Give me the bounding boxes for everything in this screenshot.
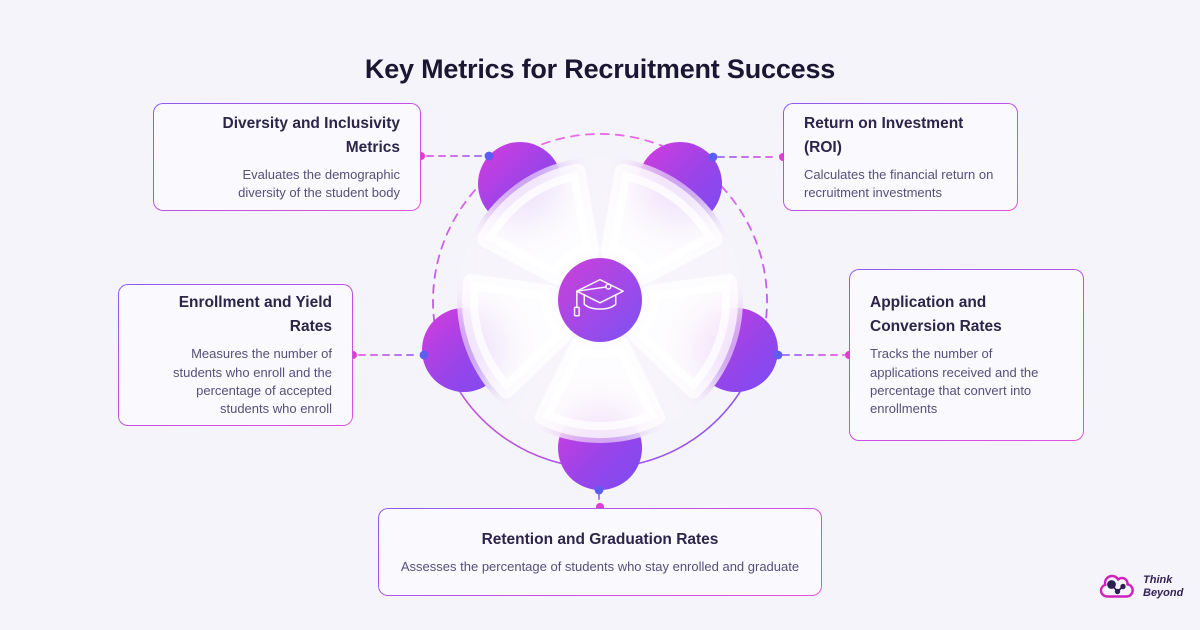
card-title: Return on Investment (ROI) — [804, 114, 964, 156]
card-diversity: Diversity and Inclusivity Metrics Evalua… — [153, 103, 421, 211]
card-description: Tracks the number of applications receiv… — [870, 346, 1039, 417]
center-hub — [558, 258, 642, 342]
card-description: Measures the number of students who enro… — [173, 346, 332, 417]
card-title: Enrollment and Yield Rates — [178, 294, 332, 336]
connector-application — [773, 350, 853, 360]
card-roi: Return on Investment (ROI) Calculates th… — [783, 103, 1018, 211]
brand-logo: Think Beyond — [1098, 571, 1183, 602]
graduation-cap-icon — [573, 278, 624, 317]
page-title: Key Metrics for Recruitment Success — [364, 54, 836, 84]
card-title: Application and Conversion Rates — [870, 294, 1002, 336]
card-description: Calculates the financial return on recru… — [804, 166, 994, 201]
brand-name: Think Beyond — [1143, 573, 1184, 599]
card-description: Assesses the percentage of students who … — [400, 558, 800, 574]
card-description: Evaluates the demographic diversity of t… — [238, 166, 400, 201]
fan-wedges — [461, 163, 739, 438]
card-application: Application and Conversion Rates Tracks … — [849, 269, 1084, 441]
connector-enrollment — [349, 350, 429, 360]
cloud-network-icon — [1099, 574, 1134, 598]
card-enrollment: Enrollment and Yield Rates Measures the … — [118, 284, 353, 426]
card-title: Diversity and Inclusivity Metrics — [222, 114, 400, 156]
card-title: Retention and Graduation Rates — [481, 530, 719, 548]
card-retention: Retention and Graduation Rates Assesses … — [378, 508, 822, 596]
